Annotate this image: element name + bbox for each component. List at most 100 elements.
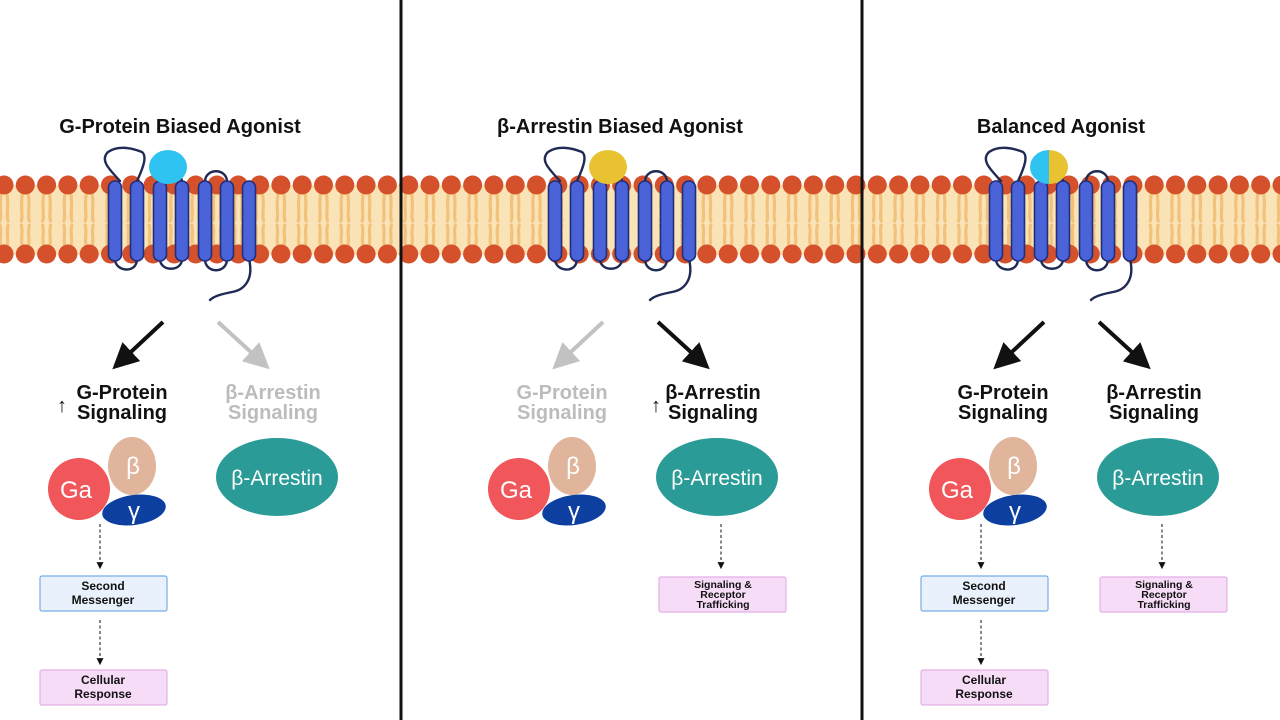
trafficking-label: Signaling & — [694, 579, 752, 591]
g-protein-complex: βGa γ — [48, 437, 166, 526]
g-gamma-label: γ — [1009, 498, 1021, 525]
transmembrane-helix — [129, 180, 145, 262]
right-signal-label: Signaling — [228, 402, 318, 424]
right-signal-label: β-Arrestin — [665, 382, 761, 404]
panel-title: G-Protein Biased Agonist — [59, 116, 301, 138]
transmembrane-helix — [1078, 180, 1094, 262]
trafficking-label: Signaling & — [1135, 579, 1193, 591]
transmembrane-helix — [547, 180, 563, 262]
second-messenger-label: Messenger — [72, 593, 135, 607]
transmembrane-helix — [174, 180, 190, 262]
panel-title: Balanced Agonist — [977, 116, 1146, 138]
gpcr-receptor — [543, 146, 697, 302]
cellular-response-box — [920, 669, 1049, 706]
g-alpha-label: Ga — [60, 477, 93, 504]
cellular-response-box — [39, 669, 168, 706]
activation-arrow-left — [993, 320, 1046, 370]
beta-arrestin-body — [1097, 438, 1219, 516]
transmembrane-helix — [1010, 180, 1026, 262]
beta-arrestin-body — [216, 438, 338, 516]
up-arrow-indicator: ↑ — [57, 395, 67, 417]
panel: Balanced AgonistG-ProteinSignalingβ-Arre… — [920, 116, 1228, 706]
activation-arrow-right — [216, 320, 270, 370]
panel-title: β-Arrestin Biased Agonist — [497, 116, 743, 138]
ligand-body — [589, 150, 627, 184]
g-beta-label: β — [126, 453, 140, 480]
beta-arrestin-label: β-Arrestin — [671, 467, 762, 490]
second-messenger-box — [39, 575, 168, 612]
transmembrane-helix — [152, 180, 168, 262]
trafficking-label: Receptor — [700, 589, 746, 601]
g-beta-label: β — [566, 453, 580, 480]
g-gamma-label: γ — [568, 498, 580, 525]
g-gamma-subunit — [542, 494, 606, 526]
g-beta-label: β — [1007, 453, 1021, 480]
transmembrane-helix — [1055, 180, 1071, 262]
ligand-half-blue — [1030, 150, 1049, 184]
gpcr-receptor — [984, 146, 1138, 302]
g-beta-subunit — [548, 437, 596, 495]
trafficking-label: Trafficking — [696, 599, 749, 611]
trafficking-box — [658, 576, 787, 613]
left-signal-label: G-Protein — [957, 382, 1048, 404]
transmembrane-helix — [219, 180, 235, 262]
g-alpha-subunit — [48, 458, 110, 520]
cellular-response-label: Cellular — [962, 673, 1006, 687]
right-signal-label: Signaling — [1109, 402, 1199, 424]
trafficking-box — [1099, 576, 1228, 613]
left-signal-label: Signaling — [958, 402, 1048, 424]
beta-arrestin-label: β-Arrestin — [231, 467, 322, 490]
beta-arrestin-body — [656, 438, 778, 516]
g-beta-subunit — [989, 437, 1037, 495]
g-gamma-label: γ — [128, 498, 140, 525]
transmembrane-helix — [241, 180, 257, 262]
beta-arrestin: β-Arrestin — [216, 438, 338, 516]
cellular-response-label: Cellular — [81, 673, 125, 687]
cellular-response-label: Response — [74, 687, 132, 701]
g-protein-complex: βGa γ — [488, 437, 606, 526]
second-messenger-label: Second — [81, 579, 124, 593]
transmembrane-helix — [107, 180, 123, 262]
right-signal-label: Signaling — [668, 402, 758, 424]
trafficking-label: Receptor — [1141, 589, 1187, 601]
left-signal-label: Signaling — [517, 402, 607, 424]
transmembrane-helix — [681, 180, 697, 262]
second-messenger-label: Messenger — [953, 593, 1016, 607]
g-gamma-subunit — [983, 494, 1047, 526]
g-protein-complex: βGa γ — [929, 437, 1047, 526]
second-messenger-label: Second — [962, 579, 1005, 593]
g-alpha-subunit — [488, 458, 550, 520]
transmembrane-helix — [197, 180, 213, 262]
g-alpha-label: Ga — [941, 477, 974, 504]
ligand — [589, 150, 627, 184]
ligand — [149, 150, 187, 184]
transmembrane-helix — [1122, 180, 1138, 262]
transmembrane-helix — [592, 180, 608, 262]
activation-arrow-left — [112, 320, 165, 370]
left-signal-label: G-Protein — [516, 382, 607, 404]
transmembrane-helix — [1100, 180, 1116, 262]
left-signal-label: Signaling — [77, 402, 167, 424]
transmembrane-helix — [1033, 180, 1049, 262]
left-signal-label: G-Protein — [76, 382, 167, 404]
panel: β-Arrestin Biased AgonistG-ProteinSignal… — [488, 116, 787, 613]
panel: G-Protein Biased Agonist↑G-ProteinSignal… — [39, 116, 338, 706]
up-arrow-indicator: ↑ — [651, 395, 661, 417]
activation-arrow-right — [1097, 320, 1151, 370]
activation-arrow-left — [552, 320, 605, 370]
beta-arrestin: β-Arrestin — [656, 438, 778, 516]
activation-arrow-right — [656, 320, 710, 370]
g-alpha-label: Ga — [500, 477, 533, 504]
transmembrane-helix — [614, 180, 630, 262]
second-messenger-box — [920, 575, 1049, 612]
ligand — [1030, 150, 1068, 184]
g-gamma-subunit — [102, 494, 166, 526]
transmembrane-helix — [659, 180, 675, 262]
g-alpha-subunit — [929, 458, 991, 520]
ligand-body — [149, 150, 187, 184]
transmembrane-helix — [988, 180, 1004, 262]
right-signal-label: β-Arrestin — [225, 382, 321, 404]
cellular-response-label: Response — [955, 687, 1013, 701]
transmembrane-helix — [569, 180, 585, 262]
